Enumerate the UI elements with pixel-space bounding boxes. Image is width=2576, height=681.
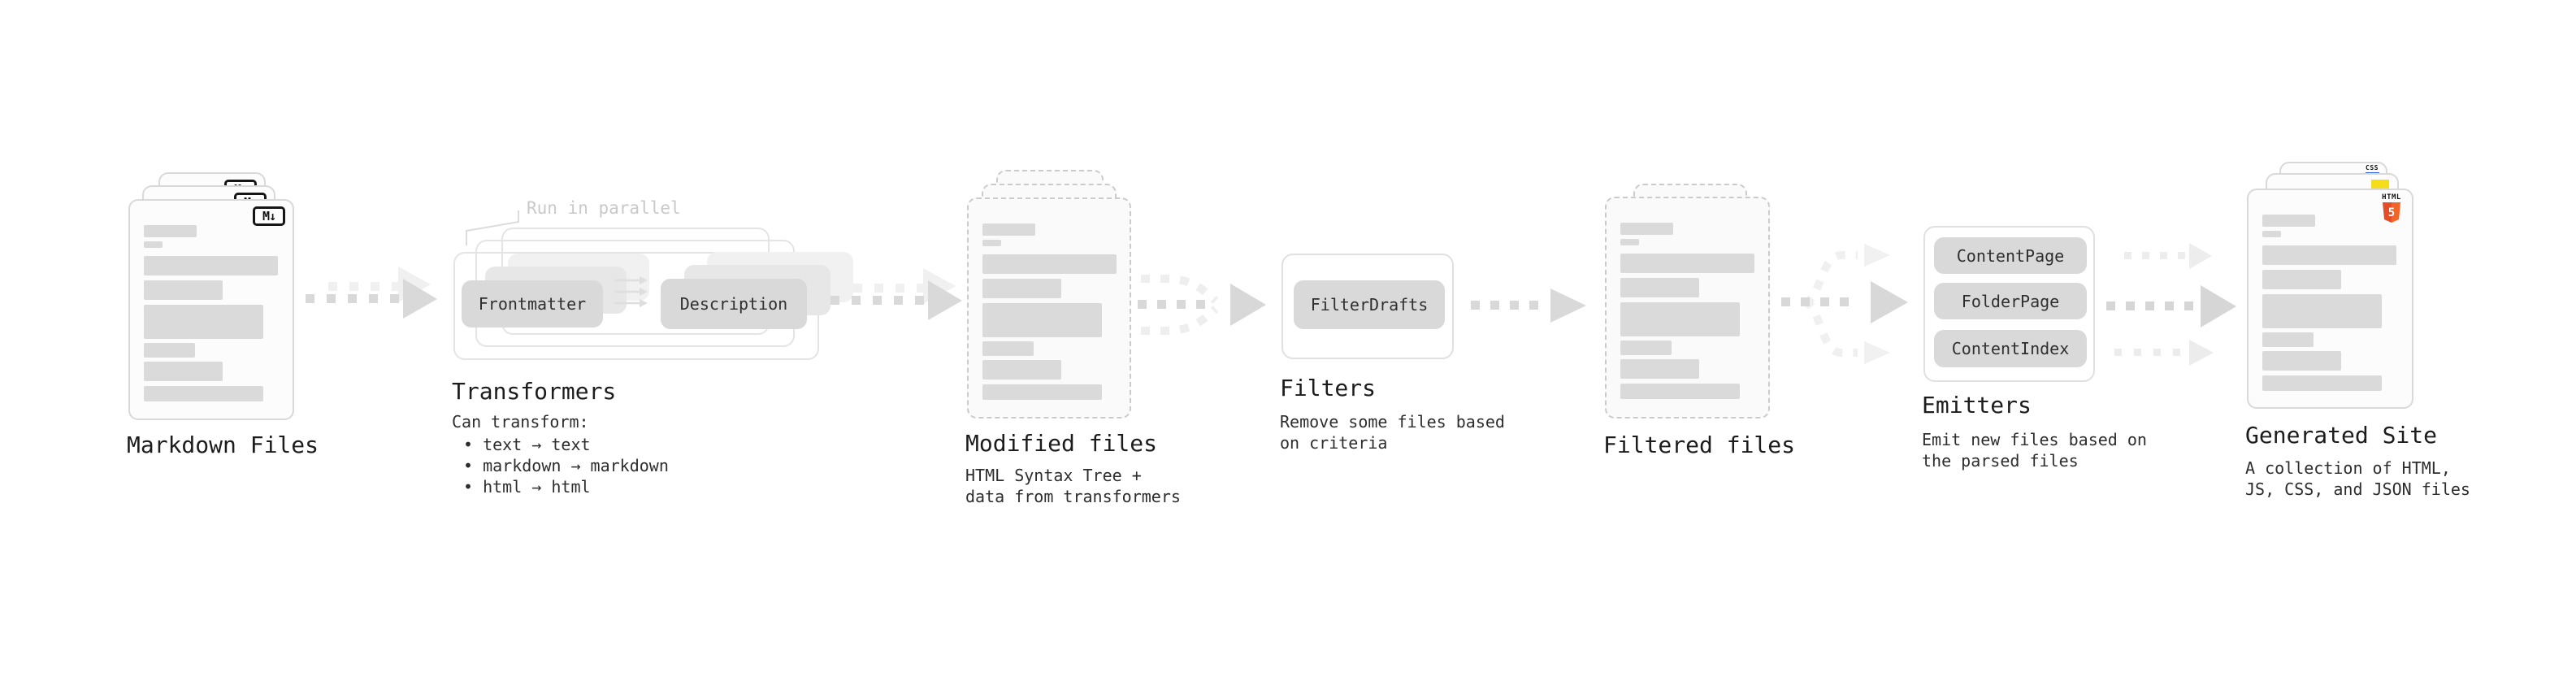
- emitters-description: Emit new files based on the parsed files: [1922, 430, 2147, 471]
- skeleton-line: [144, 343, 195, 358]
- skeleton-line: [982, 223, 1035, 236]
- markdown-files-label: Markdown Files: [127, 432, 319, 458]
- skeleton-line: [982, 384, 1102, 400]
- skeleton-line: [982, 360, 1061, 380]
- filtered-files-label: Filtered files: [1603, 432, 1796, 458]
- skeleton-line: [144, 256, 278, 275]
- run-in-parallel-note: Run in parallel: [527, 198, 681, 218]
- skeleton-line: [2262, 245, 2396, 265]
- document-card: M↓: [128, 199, 294, 420]
- document-skeleton-lines: [130, 201, 293, 419]
- bullet-item: • text → text: [463, 435, 591, 454]
- filters-description: Remove some files based on criteria: [1280, 412, 1505, 453]
- filtered-files-stack: [1605, 184, 1770, 419]
- skeleton-line: [982, 303, 1102, 337]
- skeleton-line: [1620, 359, 1699, 379]
- skeleton-line: [144, 305, 263, 339]
- modified-files-description: HTML Syntax Tree + data from transformer…: [965, 466, 1181, 506]
- arrow-emitter-middle: [2106, 285, 2236, 327]
- arrow-transformers-to-modified: [830, 268, 962, 320]
- generated-site-label: Generated Site: [2245, 422, 2438, 449]
- skeleton-line: [1620, 254, 1754, 273]
- bullet-item: • markdown → markdown: [463, 456, 669, 475]
- html5-icon-text: HTML: [2382, 193, 2401, 202]
- skeleton-line: [1620, 278, 1699, 297]
- skeleton-line: [1620, 340, 1672, 355]
- parallel-flow-arrows: [614, 276, 648, 307]
- document-skeleton-lines: [2249, 190, 2412, 407]
- javascript-icon: [2371, 180, 2389, 189]
- markdown-icon: M↓: [253, 206, 285, 226]
- emitter-pill-contentpage: ContentPage: [1934, 237, 2087, 274]
- skeleton-line: [144, 225, 197, 237]
- skeleton-line: [144, 386, 263, 401]
- skeleton-line: [982, 279, 1061, 298]
- skeleton-line: [144, 362, 223, 381]
- arrow-merge-to-filters: [1138, 275, 1266, 335]
- emitter-pill-contentindex: ContentIndex: [1934, 330, 2087, 367]
- html5-icon: HTML 5: [2381, 193, 2402, 223]
- html5-shield-number: 5: [2387, 206, 2396, 219]
- transformer-pill-description: Description: [661, 279, 807, 329]
- skeleton-line: [1620, 239, 1639, 245]
- skeleton-line: [1620, 384, 1740, 399]
- skeleton-line: [2262, 332, 2314, 347]
- skeleton-line: [982, 254, 1117, 274]
- skeleton-line: [2262, 231, 2281, 237]
- modified-files-label: Modified files: [965, 430, 1158, 457]
- arrow-markdown-to-transformers: [306, 267, 437, 319]
- transformer-pill-frontmatter: Frontmatter: [462, 280, 603, 327]
- document-card: [1605, 197, 1770, 419]
- transformers-bullet-list: • text → text • markdown → markdown • ht…: [463, 434, 669, 497]
- css-icon-text: CSS: [2366, 164, 2379, 171]
- arrow-filters-to-filtered: [1471, 288, 1586, 323]
- document-card-html: HTML 5: [2247, 189, 2413, 409]
- skeleton-line: [2262, 270, 2341, 289]
- modified-files-stack: [967, 170, 1131, 419]
- skeleton-line: [144, 280, 223, 300]
- skeleton-line: [1620, 302, 1740, 336]
- filters-label: Filters: [1280, 375, 1377, 401]
- emitters-label: Emitters: [1922, 392, 2032, 419]
- markdown-files-stack: M↓ M↓ M↓: [128, 172, 294, 420]
- document-skeleton-lines: [969, 199, 1130, 417]
- skeleton-line: [144, 241, 163, 248]
- skeleton-line: [2262, 294, 2382, 328]
- transformers-detail-heading: Can transform:: [452, 412, 589, 432]
- generated-site-stack: CSS HTML 5: [2247, 162, 2413, 410]
- filter-pill-filterdrafts: FilterDrafts: [1294, 280, 1445, 329]
- arrow-fanout-to-emitters: [1781, 244, 1908, 364]
- html5-shield: 5: [2383, 202, 2400, 223]
- generated-site-description: A collection of HTML, JS, CSS, and JSON …: [2245, 458, 2470, 499]
- document-skeleton-lines: [1607, 198, 1768, 417]
- skeleton-line: [2262, 375, 2382, 391]
- arrow-emitter-bottom: [2114, 340, 2214, 366]
- document-card: [967, 197, 1131, 419]
- skeleton-line: [2262, 351, 2341, 371]
- bullet-item: • html → html: [463, 477, 591, 497]
- skeleton-line: [2262, 215, 2315, 227]
- skeleton-line: [982, 341, 1034, 356]
- emitter-pill-folderpage: FolderPage: [1934, 283, 2087, 319]
- skeleton-line: [982, 240, 1001, 246]
- note-connector-line: [466, 210, 519, 245]
- arrow-emitter-top: [2124, 243, 2212, 269]
- skeleton-line: [1620, 223, 1673, 235]
- transformers-label: Transformers: [452, 378, 617, 405]
